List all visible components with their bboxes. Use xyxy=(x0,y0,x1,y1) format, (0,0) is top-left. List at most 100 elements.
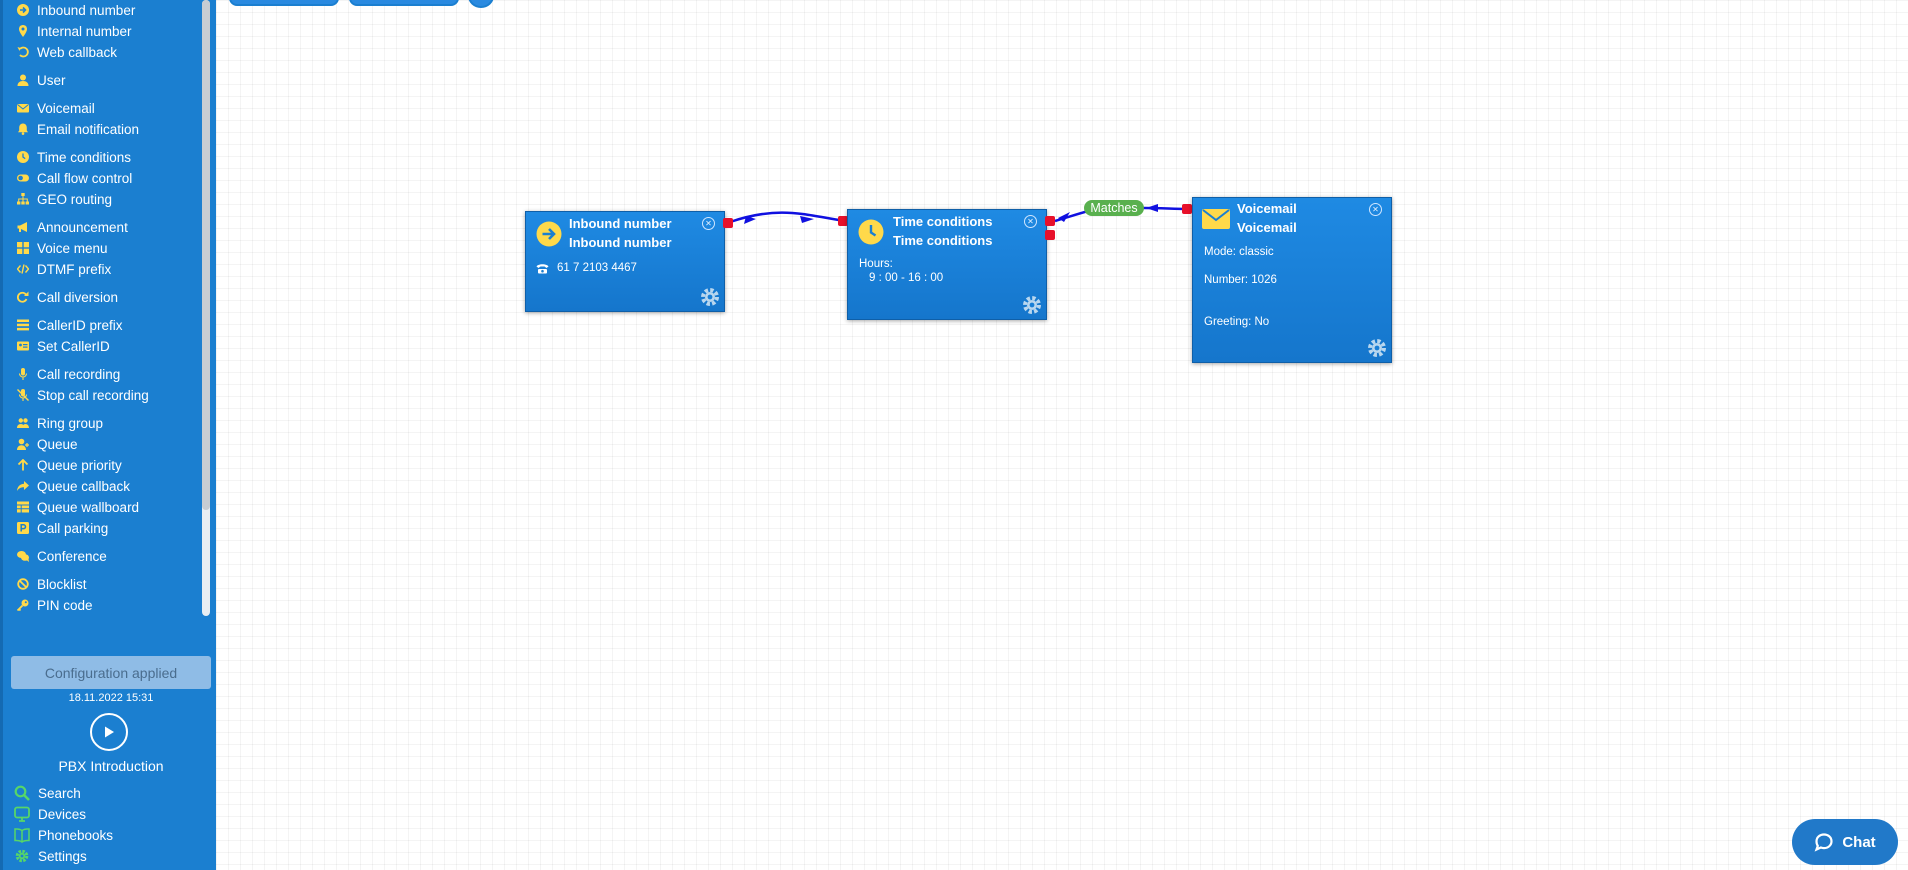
sidebar-item-queue-priority[interactable]: Queue priority xyxy=(16,456,122,474)
sidebar-item-queue[interactable]: Queue xyxy=(16,435,78,453)
sidebar-scrollbar-thumb[interactable] xyxy=(202,0,210,510)
bottom-nav-search[interactable]: Search xyxy=(14,784,81,802)
id-card-icon xyxy=(16,340,29,353)
connector-arrow xyxy=(744,216,814,224)
sidebar-item-label: Web callback xyxy=(37,44,118,60)
bottom-nav-phonebooks[interactable]: Phonebooks xyxy=(14,826,113,844)
sidebar-item-label: Call recording xyxy=(37,366,121,382)
sidebar-item-queue-callback[interactable]: Queue callback xyxy=(16,477,130,495)
users-icon xyxy=(16,417,29,430)
envelope-icon xyxy=(16,102,29,115)
sidebar-item-call-diversion[interactable]: Call diversion xyxy=(16,288,118,306)
gear-icon[interactable] xyxy=(1366,337,1388,359)
ban-icon xyxy=(16,578,29,591)
sidebar-item-conference[interactable]: Conference xyxy=(16,547,107,565)
connector-inbound-to-time[interactable] xyxy=(729,211,846,224)
node-greeting: Greeting: No xyxy=(1204,316,1270,328)
sidebar-item-blocklist[interactable]: Blocklist xyxy=(16,575,87,593)
sidebar-item-queue-wallboard[interactable]: Queue wallboard xyxy=(16,498,139,516)
sidebar-item-geo-routing[interactable]: GEO routing xyxy=(16,190,112,208)
node-input-port[interactable] xyxy=(838,216,848,226)
gear-icon[interactable] xyxy=(1021,294,1043,316)
node-time-conditions[interactable]: Time conditions Time conditions ✕ Hours:… xyxy=(847,209,1047,320)
node-output-port[interactable] xyxy=(1045,216,1055,226)
sidebar-item-label: Time conditions xyxy=(37,149,132,165)
sidebar-item-label: Announcement xyxy=(37,219,128,235)
node-voicemail[interactable]: Voicemail Voicemail ✕ Mode: classic Numb… xyxy=(1192,197,1392,363)
sidebar-item-dtmf-prefix[interactable]: DTMF prefix xyxy=(16,260,111,278)
sidebar-item-callerid-prefix[interactable]: CallerID prefix xyxy=(16,316,123,334)
node-title: Time conditions xyxy=(893,214,993,229)
parking-icon xyxy=(16,522,29,535)
sidebar-item-label: Email notification xyxy=(37,121,140,137)
sidebar-item-label: CallerID prefix xyxy=(37,317,123,333)
node-input-port[interactable] xyxy=(1182,204,1192,214)
bottom-nav-devices[interactable]: Devices xyxy=(14,805,86,823)
sidebar-item-call-parking[interactable]: Call parking xyxy=(16,519,108,537)
megaphone-icon xyxy=(16,221,29,234)
sidebar-item-voice-menu[interactable]: Voice menu xyxy=(16,239,108,257)
sidebar-item-label: Queue xyxy=(37,436,78,452)
intro-label: PBX Introduction xyxy=(58,758,164,774)
sidebar-item-email-notification[interactable]: Email notification xyxy=(16,120,139,138)
clock-icon xyxy=(858,219,884,245)
sitemap-icon xyxy=(16,193,29,206)
sidebar-item-label: DTMF prefix xyxy=(37,261,112,277)
search-icon xyxy=(14,785,30,801)
sidebar-item-label: Stop call recording xyxy=(37,387,149,403)
sidebar-item-stop-call-recording[interactable]: Stop call recording xyxy=(16,386,149,404)
node-output-port[interactable] xyxy=(1045,230,1055,240)
sidebar-item-set-callerid[interactable]: Set CallerID xyxy=(16,337,110,355)
sidebar-item-inbound-number[interactable]: Inbound number xyxy=(16,1,135,19)
sidebar-item-label: Conference xyxy=(37,548,107,564)
sidebar-item-internal-number[interactable]: Internal number xyxy=(16,22,132,40)
bottom-nav-label: Phonebooks xyxy=(38,827,114,843)
toggle-icon xyxy=(16,172,29,185)
node-title: Voicemail xyxy=(1237,201,1297,216)
intro-play-button[interactable] xyxy=(90,713,128,751)
user-plus-icon xyxy=(16,438,29,451)
pin-icon xyxy=(16,25,29,38)
grid-icon xyxy=(16,242,29,255)
code-icon xyxy=(16,263,29,276)
sidebar-item-announcement[interactable]: Announcement xyxy=(16,218,128,236)
sidebar: Inbound number Internal number Web callb… xyxy=(0,0,216,870)
sidebar-item-label: Set CallerID xyxy=(37,338,110,354)
sidebar-item-pin-code[interactable]: PIN code xyxy=(16,596,93,614)
node-subtitle: Time conditions xyxy=(893,233,993,248)
node-mode: Mode: classic xyxy=(1204,246,1274,258)
arrow-circle-icon xyxy=(16,4,29,17)
chat-button[interactable]: Chat xyxy=(1792,819,1898,865)
sidebar-item-web-callback[interactable]: Web callback xyxy=(16,43,117,61)
key-icon xyxy=(16,599,29,612)
node-subtitle: Voicemail xyxy=(1237,220,1297,235)
sidebar-item-user[interactable]: User xyxy=(16,71,66,89)
close-icon[interactable]: ✕ xyxy=(1369,203,1382,216)
sidebar-item-voicemail[interactable]: Voicemail xyxy=(16,99,95,117)
sidebar-item-call-recording[interactable]: Call recording xyxy=(16,365,120,383)
close-icon[interactable]: ✕ xyxy=(1024,215,1037,228)
chat-label: Chat xyxy=(1842,833,1876,851)
table-icon xyxy=(16,501,29,514)
sidebar-item-label: Call diversion xyxy=(37,289,119,305)
gear-icon xyxy=(14,848,30,864)
config-status-button[interactable]: Configuration applied xyxy=(11,656,211,689)
sidebar-item-label: PIN code xyxy=(37,597,93,613)
close-icon[interactable]: ✕ xyxy=(702,217,715,230)
gear-icon[interactable] xyxy=(699,286,721,308)
microphone-slash-icon xyxy=(16,389,29,402)
clock-icon xyxy=(16,151,29,164)
sidebar-item-ring-group[interactable]: Ring group xyxy=(16,414,103,432)
envelope-icon xyxy=(1202,209,1230,229)
bottom-nav-settings[interactable]: Settings xyxy=(14,847,87,865)
sidebar-item-label: Ring group xyxy=(37,415,104,431)
sidebar-item-time-conditions[interactable]: Time conditions xyxy=(16,148,131,166)
node-inbound-number[interactable]: Inbound number Inbound number ✕ 61 7 210… xyxy=(525,211,725,312)
connection-label-matches[interactable]: Matches xyxy=(1084,200,1144,216)
sidebar-item-label: Voicemail xyxy=(37,100,95,116)
node-output-port[interactable] xyxy=(723,218,733,228)
sidebar-item-call-flow-control[interactable]: Call flow control xyxy=(16,169,132,187)
share-icon xyxy=(16,480,29,493)
redo-icon xyxy=(16,291,29,304)
